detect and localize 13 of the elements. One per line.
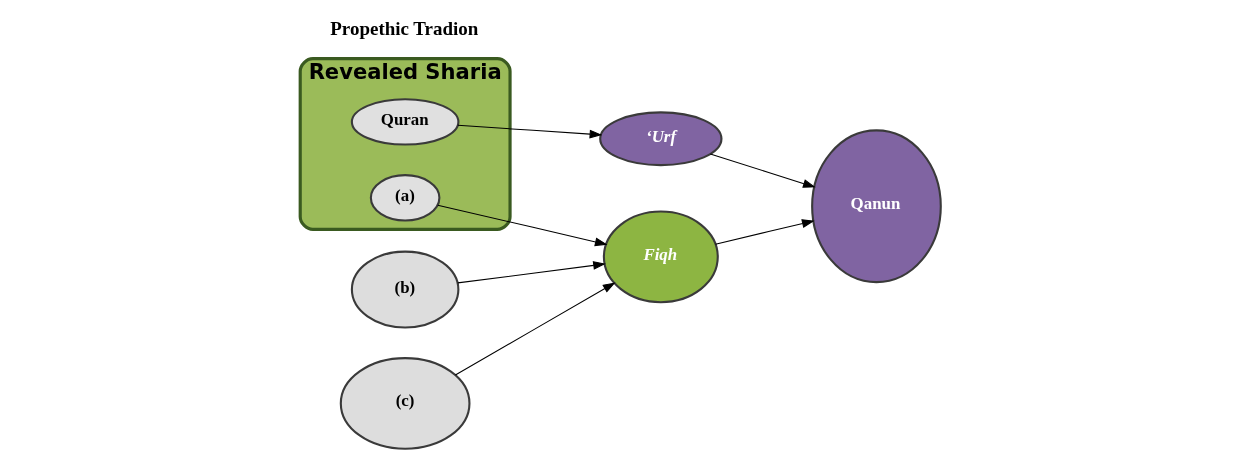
node-ellipse: Quran (350, 98, 460, 146)
arrow (709, 153, 816, 188)
arrow (457, 124, 603, 139)
node-ellipse: (c) (339, 357, 471, 450)
arrow (457, 261, 606, 284)
arrow (437, 204, 608, 247)
node-ellipse: ‘Urf (599, 111, 723, 167)
node-ellipse: (b) (350, 250, 460, 329)
arrow (454, 282, 616, 376)
label: Propethic Tradion (330, 17, 479, 39)
node-ellipse: Qanun (811, 129, 942, 284)
node-ellipse: (a) (369, 174, 441, 222)
arrow (714, 219, 815, 245)
